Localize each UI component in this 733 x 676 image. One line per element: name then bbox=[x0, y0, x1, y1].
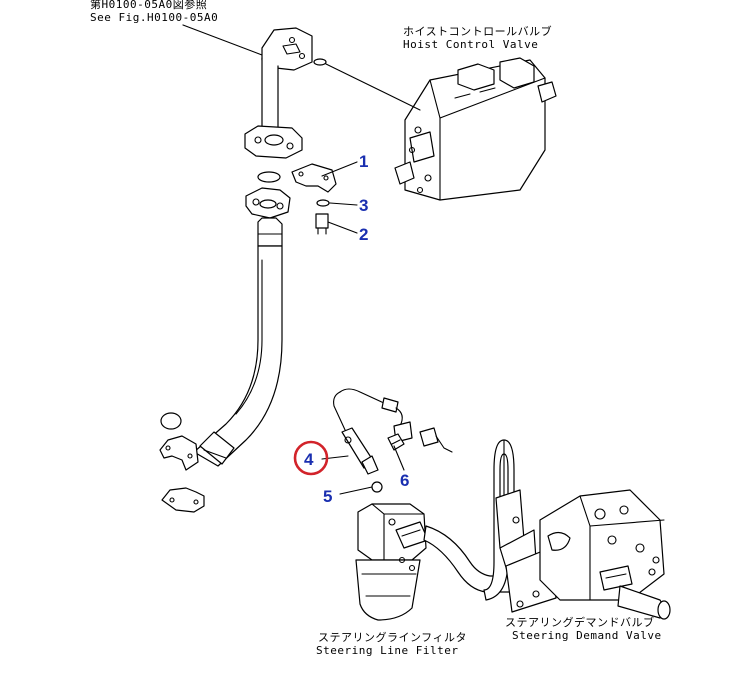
callout-4[interactable]: 4 bbox=[304, 450, 314, 469]
split-flange-half bbox=[291, 163, 337, 193]
filter-en-label: Steering Line Filter bbox=[316, 644, 458, 657]
upper-o-ring bbox=[257, 171, 281, 183]
callout-2[interactable]: 2 bbox=[359, 225, 368, 244]
callout-6-leader bbox=[393, 445, 405, 471]
callout-1-leader bbox=[321, 161, 358, 177]
lower-split-flange-lower bbox=[161, 487, 205, 513]
steering-demand-valve bbox=[495, 489, 671, 620]
callout-3[interactable]: 3 bbox=[359, 196, 368, 215]
pressure-sensor bbox=[341, 427, 379, 475]
sensor-o-ring bbox=[371, 481, 383, 493]
see-fig-en-label: See Fig.H0100-05A0 bbox=[90, 11, 218, 24]
demand-valve-jp-label: ステアリングデマンドバルブ bbox=[505, 615, 655, 629]
see-fig-jp-label: 第H0100-05A0図参照 bbox=[90, 0, 207, 11]
callout-4-highlight-ring bbox=[293, 440, 329, 476]
demand-valve-en-label: Steering Demand Valve bbox=[512, 629, 662, 642]
callout-2-leader bbox=[327, 221, 358, 234]
hoist-o-ring bbox=[313, 58, 327, 66]
see-fig-leader bbox=[182, 24, 263, 56]
callout-6[interactable]: 6 bbox=[400, 471, 409, 490]
hoist-control-valve bbox=[394, 57, 557, 201]
hoist-valve-en-label: Hoist Control Valve bbox=[403, 38, 538, 51]
callout-3-leader bbox=[329, 202, 358, 206]
lower-flange bbox=[245, 187, 291, 219]
callout-5-leader bbox=[339, 486, 373, 495]
steering-hose bbox=[193, 217, 283, 467]
callout-1[interactable]: 1 bbox=[359, 152, 368, 171]
filter-jp-label: ステアリングラインフィルタ bbox=[318, 630, 467, 644]
hoist-valve-jp-label: ホイストコントロールバルブ bbox=[403, 24, 552, 38]
lock-washer bbox=[316, 199, 330, 207]
bolt bbox=[315, 213, 329, 235]
lower-o-ring bbox=[160, 412, 182, 430]
callout-5[interactable]: 5 bbox=[323, 487, 332, 506]
hoist-o-ring-leader bbox=[325, 63, 421, 111]
upper-pipe bbox=[244, 27, 313, 159]
lower-split-flange-upper bbox=[159, 435, 199, 471]
steering-line-filter bbox=[355, 503, 429, 621]
clip bbox=[387, 433, 405, 451]
